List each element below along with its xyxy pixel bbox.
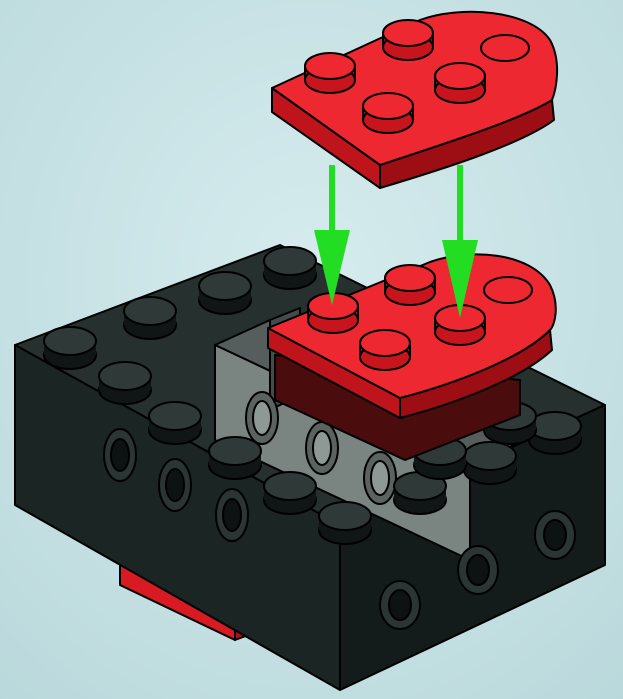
instruction-step-canvas xyxy=(0,0,623,699)
assembly-illustration xyxy=(0,0,623,699)
